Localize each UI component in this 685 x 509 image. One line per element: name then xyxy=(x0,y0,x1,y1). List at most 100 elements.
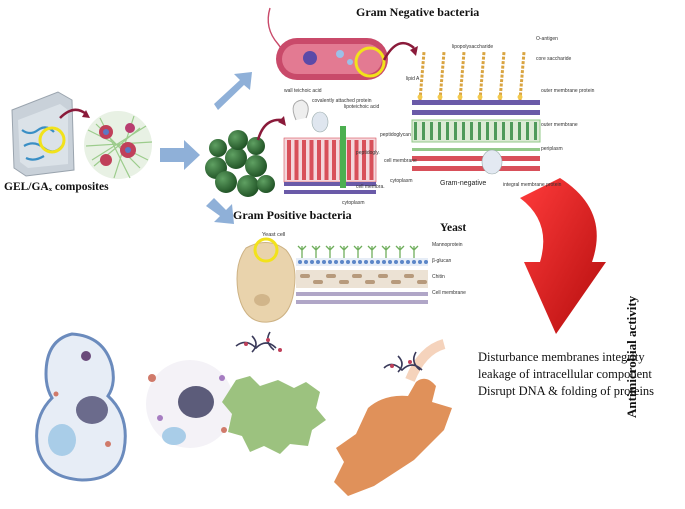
peptidoglycan-strand xyxy=(470,122,473,140)
gn-label-peptidoglycan: peptidoglycan xyxy=(380,132,411,138)
lipid-a-head xyxy=(457,94,463,100)
peptidoglycan-strand xyxy=(446,122,449,140)
gram-positive-title: Gram Positive bacteria xyxy=(233,208,352,222)
effect-item: leakage of intracellular component xyxy=(478,367,652,381)
glucan-bead xyxy=(328,260,332,264)
peptidoglycan-strand xyxy=(287,140,291,180)
peptidoglycan-strand xyxy=(362,140,366,180)
glucan-bead xyxy=(304,260,308,264)
gp-label-cytoplasm: cytoplasm xyxy=(342,200,365,206)
mannoprotein-branch xyxy=(297,245,307,258)
yeast-label-glucan: β-glucan xyxy=(432,258,452,264)
glucan-bead xyxy=(376,260,380,264)
damaged-bacterium-orange xyxy=(334,339,452,496)
gn-label-cell-membrane: cell membrane xyxy=(384,158,417,164)
gn-label-lps: lipopolysaccharide xyxy=(452,44,494,50)
yeast-label-chitin: Chitin xyxy=(432,274,445,280)
gn-label-outer-membrane: outer membrane xyxy=(541,122,578,128)
yeast-label-membrane: Cell membrane xyxy=(432,290,466,296)
chitin-rod xyxy=(404,274,414,278)
chitin-rod xyxy=(326,274,336,278)
peptidoglycan-strand xyxy=(486,122,489,140)
effect-item: Disturbance membranes integrity xyxy=(478,350,645,364)
peptidoglycan-strand xyxy=(302,140,306,180)
peptidoglycan-strand xyxy=(317,140,321,180)
peptidoglycan-strand xyxy=(414,122,417,140)
lps-chain xyxy=(458,51,466,101)
glucan-bead xyxy=(352,260,356,264)
chitin-rod xyxy=(339,280,349,284)
gn-label-cytoplasm: cytoplasm xyxy=(390,178,413,184)
gn-label-omp: outer membrane protein xyxy=(541,88,595,94)
chitin-rod xyxy=(300,274,310,278)
yeast-title: Yeast xyxy=(440,222,467,234)
glucan-bead xyxy=(382,260,386,264)
gn-label-gram-negative: Gram-negative xyxy=(440,180,487,187)
glucan-bead xyxy=(322,260,326,264)
lps-chain xyxy=(518,51,526,101)
glucan-bead xyxy=(418,260,422,264)
zoom-arrow xyxy=(59,108,87,119)
damaged-bacterium-green xyxy=(222,331,326,454)
peptidoglycan-strand xyxy=(494,122,497,140)
peptidoglycan-strand xyxy=(294,140,299,180)
glucan-bead xyxy=(394,260,398,264)
peptidoglycan-strand xyxy=(510,122,513,140)
glucan-bead xyxy=(424,260,428,264)
mannoprotein-branch xyxy=(339,245,349,258)
glucan-bead xyxy=(346,260,350,264)
lps-chain xyxy=(498,51,506,101)
gp-label-lta: lipoteichoic acid xyxy=(344,104,380,110)
damaged-yeast xyxy=(35,332,127,482)
lipid-a-head xyxy=(437,94,443,100)
peptidoglycan-strand xyxy=(369,140,374,180)
gp-label-cell-membrane: cell membra. xyxy=(356,184,385,190)
peptidoglycan-strand xyxy=(354,140,359,180)
lipid-a-head xyxy=(477,94,483,100)
glucan-bead xyxy=(310,260,314,264)
peptidoglycan-strand xyxy=(324,140,329,180)
arrow-to-gram-negative xyxy=(214,72,252,110)
lipid-a-head xyxy=(497,94,503,100)
mannoprotein-branch xyxy=(367,245,377,258)
lipid-a-head xyxy=(517,94,523,100)
effects-list: Disturbance membranes integrity leakage … xyxy=(478,349,654,400)
yeast-label-mannoprotein: Mannoprotein xyxy=(432,242,463,248)
zoom-circle xyxy=(38,126,66,154)
gram-negative-wall xyxy=(411,51,541,175)
yeast-wall xyxy=(296,245,428,304)
gn-label-core: core saccharide xyxy=(536,56,572,62)
lps-chain xyxy=(478,51,486,101)
chitin-rod xyxy=(352,274,362,278)
glucan-bead xyxy=(388,260,392,264)
peptidoglycan-strand xyxy=(309,140,314,180)
gn-label-periplasm: periplasm xyxy=(541,146,563,152)
peptidoglycan-strand xyxy=(534,122,537,140)
chitin-rod xyxy=(313,280,323,284)
mannoprotein-branch xyxy=(395,245,405,258)
mannoprotein-branch xyxy=(325,245,335,258)
gp-label-cap: covalently attached protein xyxy=(312,98,372,104)
lipid-a-head xyxy=(417,94,423,100)
effect-item: Disrupt DNA & folding of proteins xyxy=(478,384,655,398)
gp-label-wta: wall teichoic acid xyxy=(284,88,322,94)
glucan-bead xyxy=(358,260,362,264)
yeast-label-cell: Yeast cell xyxy=(262,232,286,238)
chitin-rod xyxy=(417,280,427,284)
peptidoglycan-strand xyxy=(332,140,336,180)
mannoprotein-branch xyxy=(311,245,321,258)
chitin-rod xyxy=(391,280,401,284)
fiber-network xyxy=(84,111,153,179)
gram-positive-cluster xyxy=(205,116,286,197)
peptidoglycan-strand xyxy=(430,122,433,140)
peptidoglycan-strand xyxy=(518,122,521,140)
chitin-rod xyxy=(378,274,388,278)
lps-chain xyxy=(418,51,426,101)
peptidoglycan-strand xyxy=(526,122,529,140)
peptidoglycan-strand xyxy=(422,122,425,140)
arrow-to-gram-positive xyxy=(160,140,200,170)
yeast-cell-group xyxy=(236,237,296,323)
peptidoglycan-strand xyxy=(462,122,465,140)
gn-label-o-antigen: O-antigen xyxy=(536,36,558,42)
